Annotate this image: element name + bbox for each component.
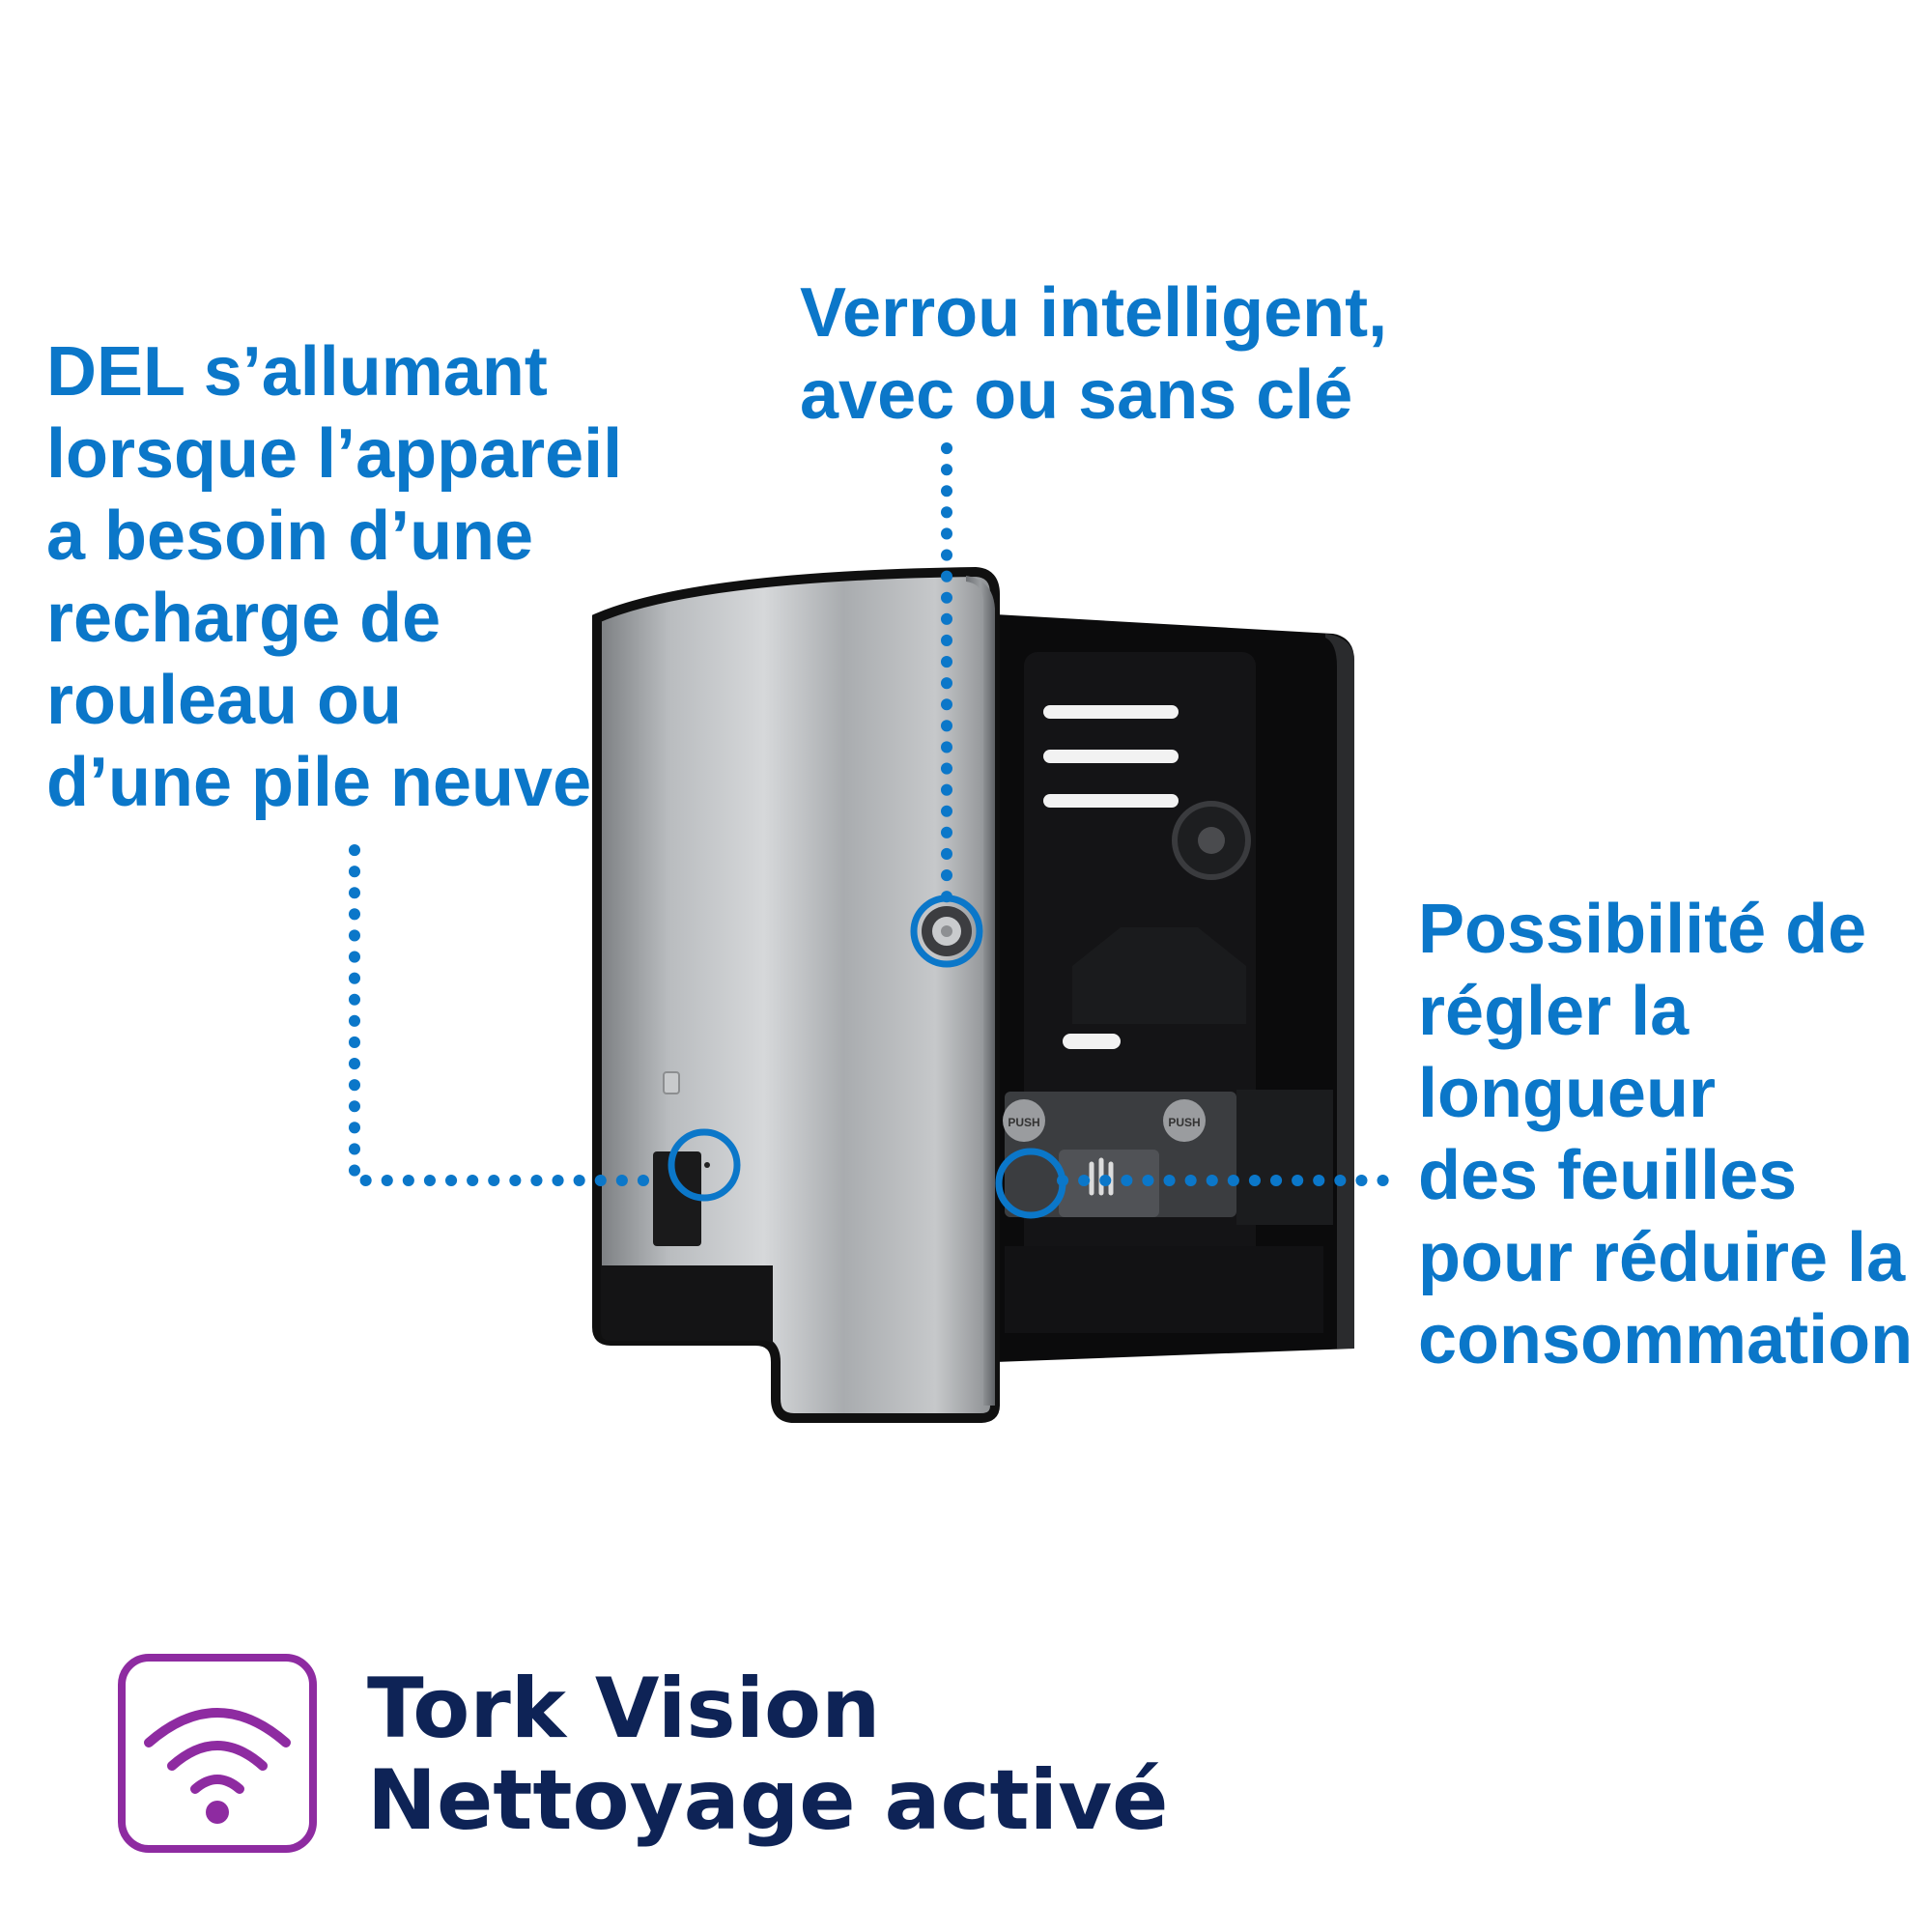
smart-lock-icon: [922, 906, 972, 956]
callout-led-indicator: DEL s’allumant lorsque l’appareil a beso…: [46, 333, 623, 821]
brand-line-2: Nettoyage activé: [367, 1752, 1169, 1849]
brand-line-1: Tork Vision: [367, 1661, 881, 1757]
panel-label-push-2: PUSH: [1168, 1116, 1200, 1129]
callout-sheet-length: Possibilité de régler la longueur des fe…: [1418, 891, 1914, 1378]
dispenser-body: [592, 566, 1000, 1423]
brand-title: Tork Vision Nettoyage activé: [367, 1663, 1169, 1847]
callout-smart-lock: Verrou intelligent, avec ou sans clé: [800, 274, 1388, 434]
dispenser-interior: PUSH PUSH: [995, 614, 1354, 1362]
led-highlight-circle: [668, 1128, 741, 1202]
led-leader-line: [349, 844, 663, 1186]
wifi-signal-icon: [118, 1654, 317, 1853]
panel-label-push-1: PUSH: [1008, 1116, 1039, 1129]
